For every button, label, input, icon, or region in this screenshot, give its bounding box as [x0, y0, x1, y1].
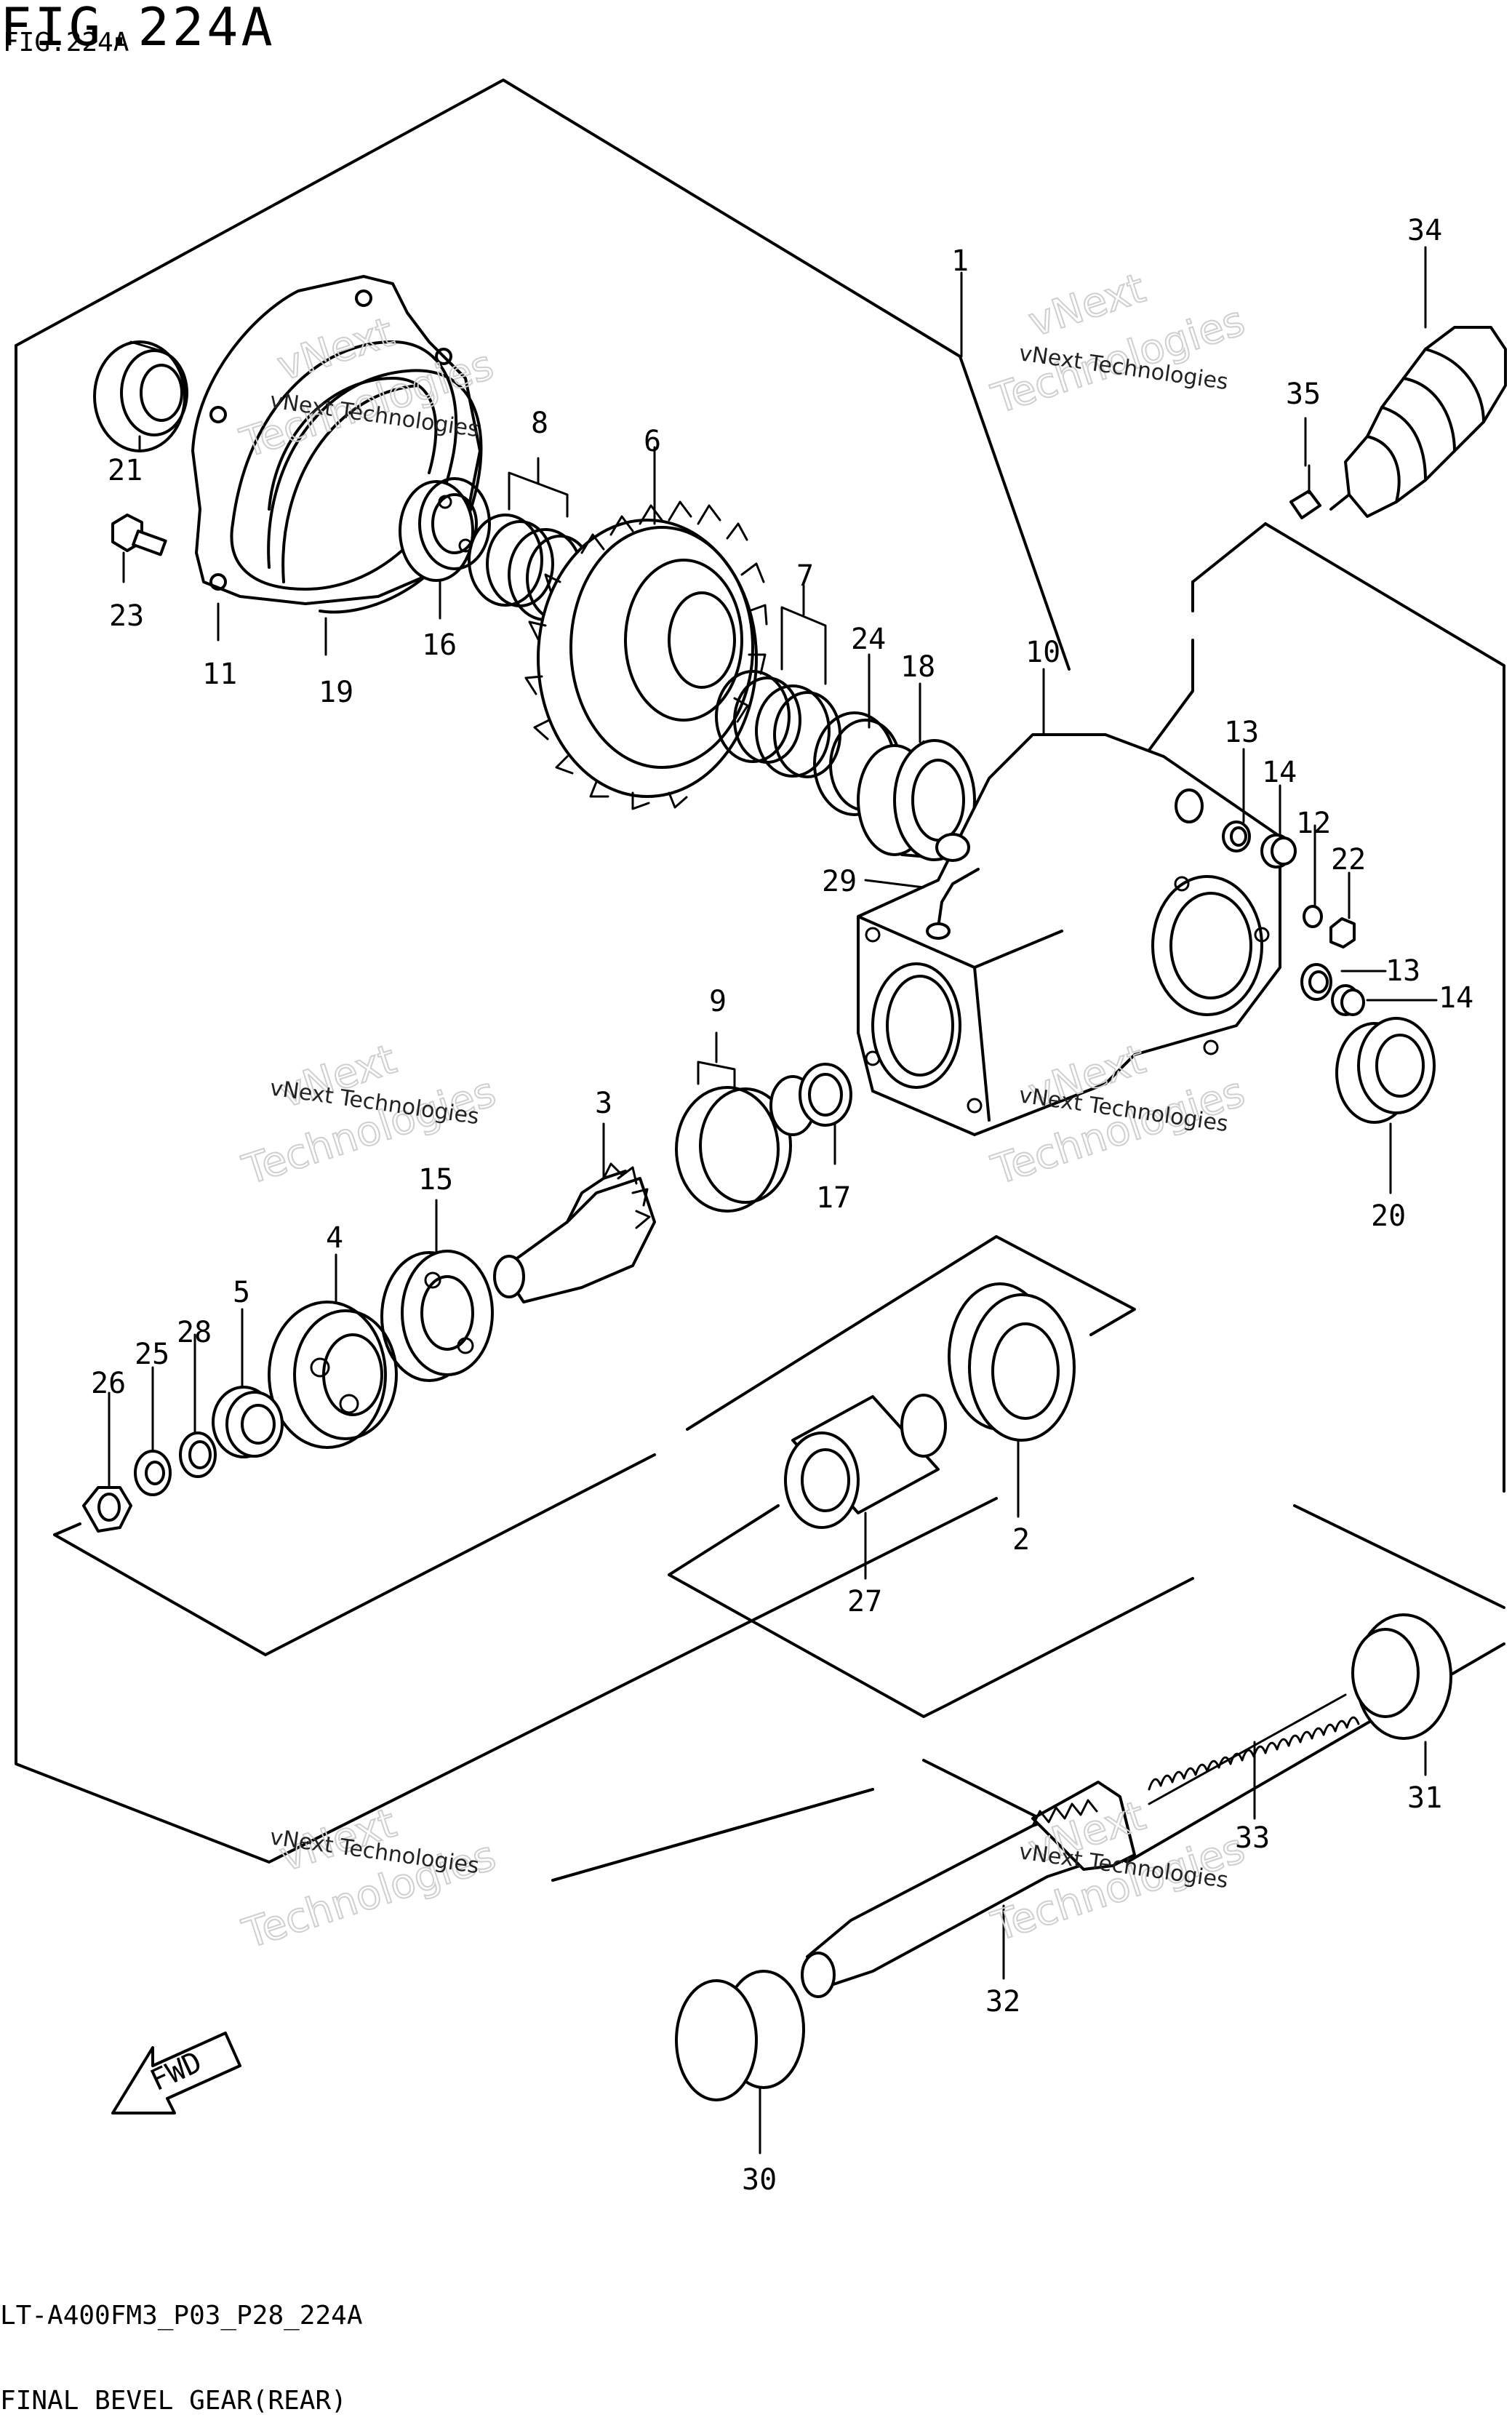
part-35-clamp	[1289, 464, 1321, 519]
callout-30: 30	[742, 2163, 777, 2197]
fwd-arrow-icon: FWD	[111, 2032, 241, 2114]
callout-17: 17	[816, 1181, 851, 1215]
figure-title-overlap: FIG.224A	[3, 28, 129, 57]
footer-code: LT-A400FM3_P03_P28_224A	[0, 2301, 363, 2331]
part-34-boot	[1329, 326, 1507, 518]
part-16-bearing	[399, 477, 491, 582]
callout-10: 10	[1025, 636, 1060, 669]
leader-lines	[108, 246, 1438, 2155]
part-17-bearing	[769, 1063, 852, 1136]
part-23-bolt	[111, 514, 167, 556]
callout-9: 9	[709, 985, 727, 1018]
callout-19: 19	[319, 676, 353, 709]
part-6-bevel-gear	[524, 500, 768, 810]
footer-caption: FINAL BEVEL GEAR(REAR)	[0, 2386, 347, 2416]
callout-8: 8	[531, 407, 548, 440]
callout-16: 16	[422, 628, 457, 662]
callout-4: 4	[326, 1221, 343, 1255]
callout-25: 25	[135, 1338, 169, 1371]
part-7-shims	[715, 584, 841, 778]
part-14-plug-upper	[1260, 834, 1297, 868]
callout-29: 29	[822, 865, 857, 898]
part-4-bearing	[268, 1301, 398, 1449]
part-31-cap	[1351, 1613, 1452, 1740]
callout-1: 1	[951, 244, 969, 278]
part-5-collar	[212, 1386, 284, 1458]
callout-14-upper: 14	[1262, 756, 1297, 789]
callout-33: 33	[1235, 1821, 1270, 1855]
callout-23: 23	[109, 599, 144, 633]
callout-3: 3	[595, 1087, 612, 1120]
part-3-pinion	[493, 1162, 656, 1303]
callout-13-upper: 13	[1224, 716, 1259, 749]
callout-13-lower: 13	[1385, 954, 1420, 988]
callout-15: 15	[418, 1163, 453, 1197]
part-15-bearing	[380, 1250, 494, 1382]
callout-26: 26	[91, 1367, 126, 1400]
callout-12: 12	[1296, 807, 1331, 840]
part-18-bearing	[857, 739, 976, 861]
callout-35: 35	[1286, 378, 1321, 411]
part-13-washer-lower	[1300, 963, 1332, 1001]
part-30-cap	[675, 1970, 805, 2101]
part-22-bolt	[1329, 917, 1356, 949]
callout-27: 27	[847, 1585, 882, 1618]
part-13-washer-upper	[1222, 820, 1251, 852]
part-20-seal	[1335, 1017, 1436, 1124]
callout-22: 22	[1331, 843, 1366, 876]
part-10-housing	[857, 733, 1281, 1136]
callout-28: 28	[177, 1316, 212, 1349]
part-9-shim	[675, 1031, 792, 1213]
callout-14-lower: 14	[1439, 981, 1473, 1015]
figure-title: FIG.224A	[0, 0, 276, 57]
callout-18: 18	[900, 650, 935, 684]
part-27-bearing	[784, 1394, 947, 1529]
callout-2: 2	[1012, 1523, 1030, 1557]
part-32-shaft	[801, 1781, 1136, 1998]
part-2-seal	[948, 1282, 1076, 1442]
part-25-washer	[134, 1450, 172, 1496]
callout-7: 7	[796, 559, 814, 593]
callout-11: 11	[202, 658, 237, 691]
part-29-breather-pipe	[864, 833, 980, 940]
callout-20: 20	[1371, 1199, 1406, 1233]
callout-21: 21	[108, 454, 143, 487]
callout-24: 24	[851, 623, 886, 656]
callout-32: 32	[985, 1985, 1020, 2018]
part-28-washer	[179, 1431, 217, 1478]
callout-5: 5	[233, 1276, 250, 1309]
part-12-washer	[1303, 905, 1323, 928]
part-19-o-ring	[267, 369, 483, 614]
part-14-plug-lower	[1331, 984, 1365, 1016]
callout-34: 34	[1407, 214, 1442, 247]
callout-31: 31	[1407, 1781, 1442, 1815]
part-26-nut	[82, 1486, 132, 1533]
callout-6: 6	[644, 425, 661, 458]
part-21-seal	[93, 340, 188, 452]
callout-labels: 1 2 3 4 5 6 7 8 9 10 11 12 13 13 14 14 1…	[91, 214, 1473, 2197]
